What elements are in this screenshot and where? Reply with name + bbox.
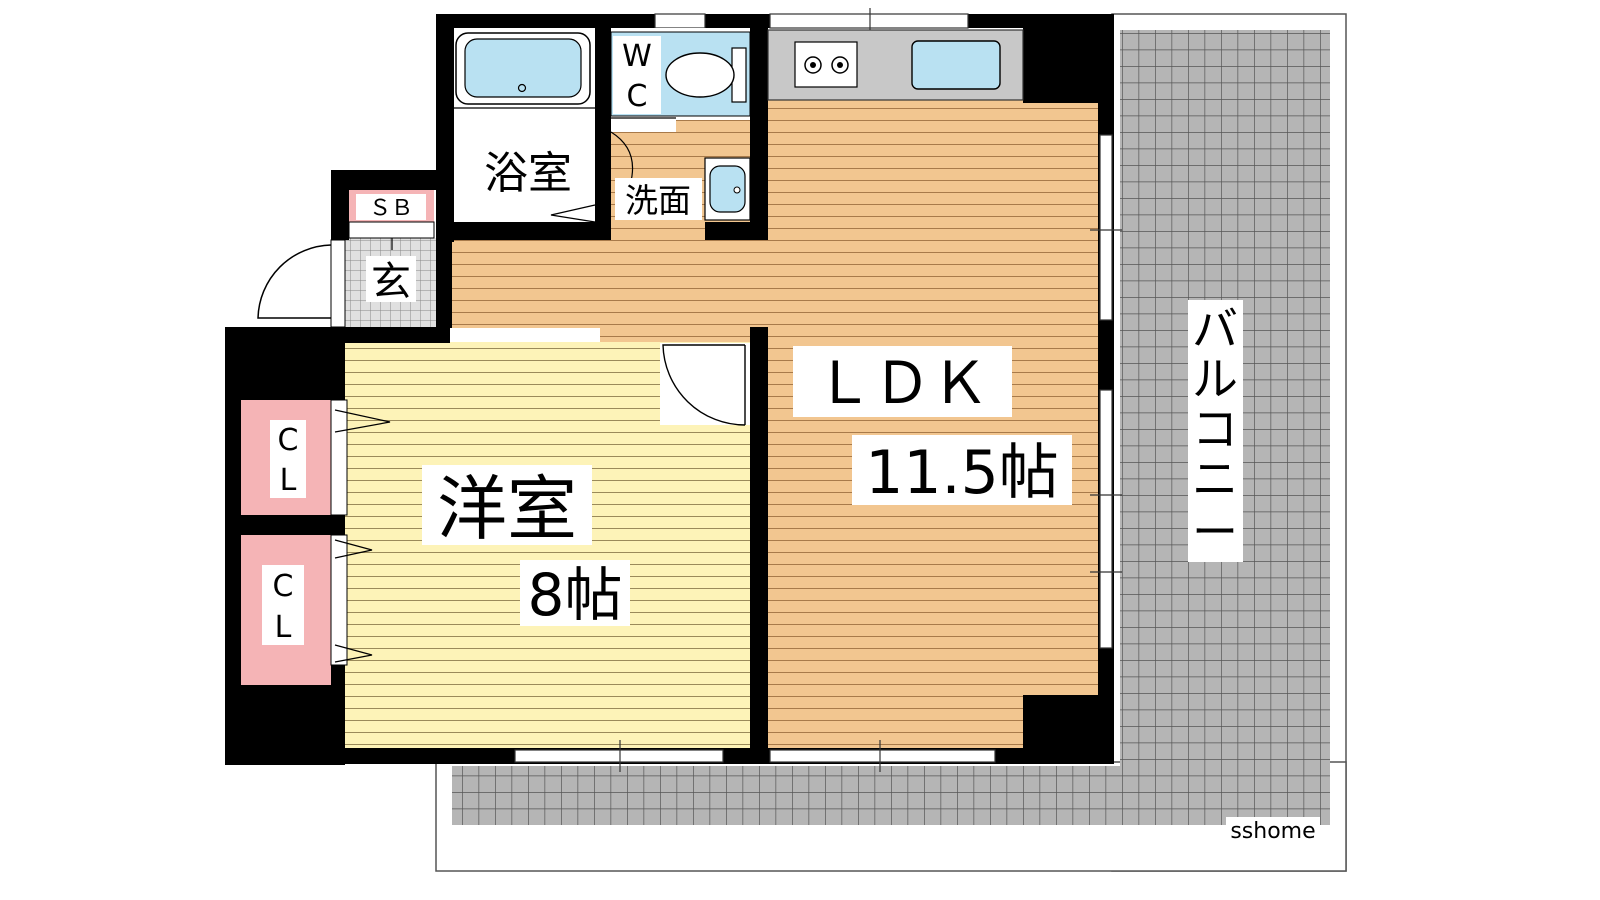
closet-top-label-l: L — [280, 463, 297, 498]
balcony-label-char: ニ — [1192, 452, 1238, 506]
watermark-text: sshome — [1230, 819, 1315, 844]
closet-bottom-label: C L — [262, 565, 304, 645]
closet-top-label: C L — [270, 420, 306, 498]
wc-label: W C — [613, 36, 661, 114]
wash-basin — [704, 157, 751, 221]
balcony-label: バ ル コ ニ ー — [1188, 300, 1243, 562]
balcony-label-char: バ — [1192, 302, 1238, 356]
ldk-size-text: 11.5帖 — [865, 438, 1059, 508]
western-room-label-text: 洋室 — [437, 468, 577, 550]
washroom-label-text: 洗面 — [625, 181, 691, 220]
bath-label-text: 浴室 — [484, 148, 572, 199]
wc-label-c: C — [627, 79, 648, 114]
western-room-door — [660, 343, 750, 426]
western-size-text: 8帖 — [528, 561, 623, 629]
ldk-label: ＬＤＫ 11.5帖 — [793, 346, 1072, 508]
closet-top-label-c: C — [278, 423, 299, 458]
watermark: sshome — [1226, 817, 1320, 844]
windows — [514, 8, 1122, 772]
kitchen-counter — [767, 29, 1024, 101]
western-room-label: 洋室 8帖 — [422, 465, 630, 629]
bath-label: 浴室 — [474, 145, 582, 199]
closet-bottom-label-c: C — [273, 569, 294, 604]
washroom-label: 洗面 — [615, 178, 702, 220]
entrance-label: 玄 — [366, 256, 416, 305]
wc-label-w: W — [622, 39, 652, 74]
balcony-label-char: ー — [1192, 505, 1238, 559]
closet-bottom-label-l: L — [275, 610, 292, 645]
hall-floor — [452, 238, 767, 328]
balcony-label-char: ル — [1192, 352, 1238, 406]
ldk-label-text: ＬＤＫ — [815, 349, 989, 417]
shoe-box-label: ＳＢ — [356, 194, 426, 221]
balcony-label-char: コ — [1192, 402, 1238, 456]
shoe-box-label-text: ＳＢ — [369, 196, 413, 221]
entrance-label-text: 玄 — [371, 259, 411, 305]
